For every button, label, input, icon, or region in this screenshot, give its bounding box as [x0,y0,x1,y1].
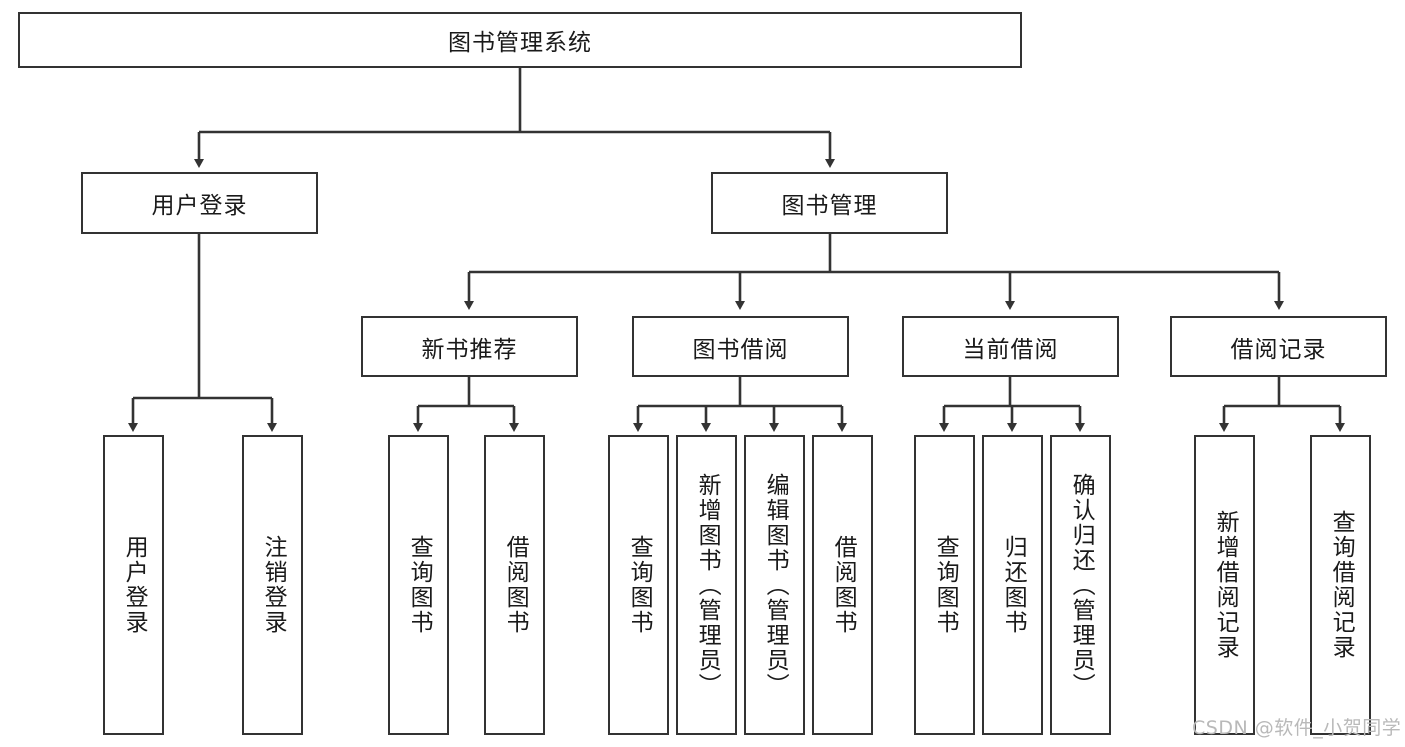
leaf-borrow-add-book-admin[interactable]: 新增图书（管理员） [676,435,737,735]
node-borrow-record[interactable]: 借阅记录 [1170,316,1387,377]
node-new-book-recommend[interactable]: 新书推荐 [361,316,578,377]
node-label: 借阅记录 [1230,336,1327,363]
node-label: 用户登录 [151,193,248,219]
leaf-record-query-record[interactable]: 查询借阅记录 [1310,435,1371,735]
node-label: 借阅图书 [502,535,529,635]
leaf-recommend-borrow-book[interactable]: 借阅图书 [484,435,545,735]
node-label: 查询借阅记录 [1328,510,1355,660]
node-label: 借阅图书 [830,535,857,635]
leaf-current-query-book[interactable]: 查询图书 [914,435,975,735]
leaf-recommend-query-book[interactable]: 查询图书 [388,435,449,735]
node-label: 查询图书 [406,535,433,635]
node-label: 查询图书 [932,535,959,635]
leaf-user-login-logout[interactable]: 注销登录 [242,435,303,735]
node-user-login[interactable]: 用户登录 [81,172,318,234]
node-book-management[interactable]: 图书管理 [711,172,948,234]
leaf-record-add-record[interactable]: 新增借阅记录 [1194,435,1255,735]
node-label: 注销登录 [260,535,287,635]
node-book-borrow[interactable]: 图书借阅 [632,316,849,377]
leaf-borrow-edit-book-admin[interactable]: 编辑图书（管理员） [744,435,805,735]
node-label: 图书管理 [781,193,878,219]
node-label: 当前借阅 [962,336,1059,363]
node-label: 编辑图书（管理员） [762,472,789,698]
node-label: 确认归还（管理员） [1068,472,1095,698]
node-root-book-management-system[interactable]: 图书管理系统 [18,12,1022,68]
leaf-user-login-login[interactable]: 用户登录 [103,435,164,735]
csdn-watermark: CSDN @软件_小贺同学 [1192,717,1402,739]
node-current-borrow[interactable]: 当前借阅 [902,316,1119,377]
leaf-current-confirm-return-admin[interactable]: 确认归还（管理员） [1050,435,1111,735]
node-label: 用户登录 [121,535,148,635]
leaf-current-return-book[interactable]: 归还图书 [982,435,1043,735]
node-label: 图书管理系统 [448,30,592,56]
node-label: 新增图书（管理员） [694,472,721,698]
leaf-borrow-query-book[interactable]: 查询图书 [608,435,669,735]
node-label: 归还图书 [1000,535,1027,635]
node-label: 图书借阅 [692,336,789,363]
node-label: 查询图书 [626,535,653,635]
leaf-borrow-borrow-book[interactable]: 借阅图书 [812,435,873,735]
node-label: 新增借阅记录 [1212,510,1239,660]
node-label: 新书推荐 [421,336,518,363]
